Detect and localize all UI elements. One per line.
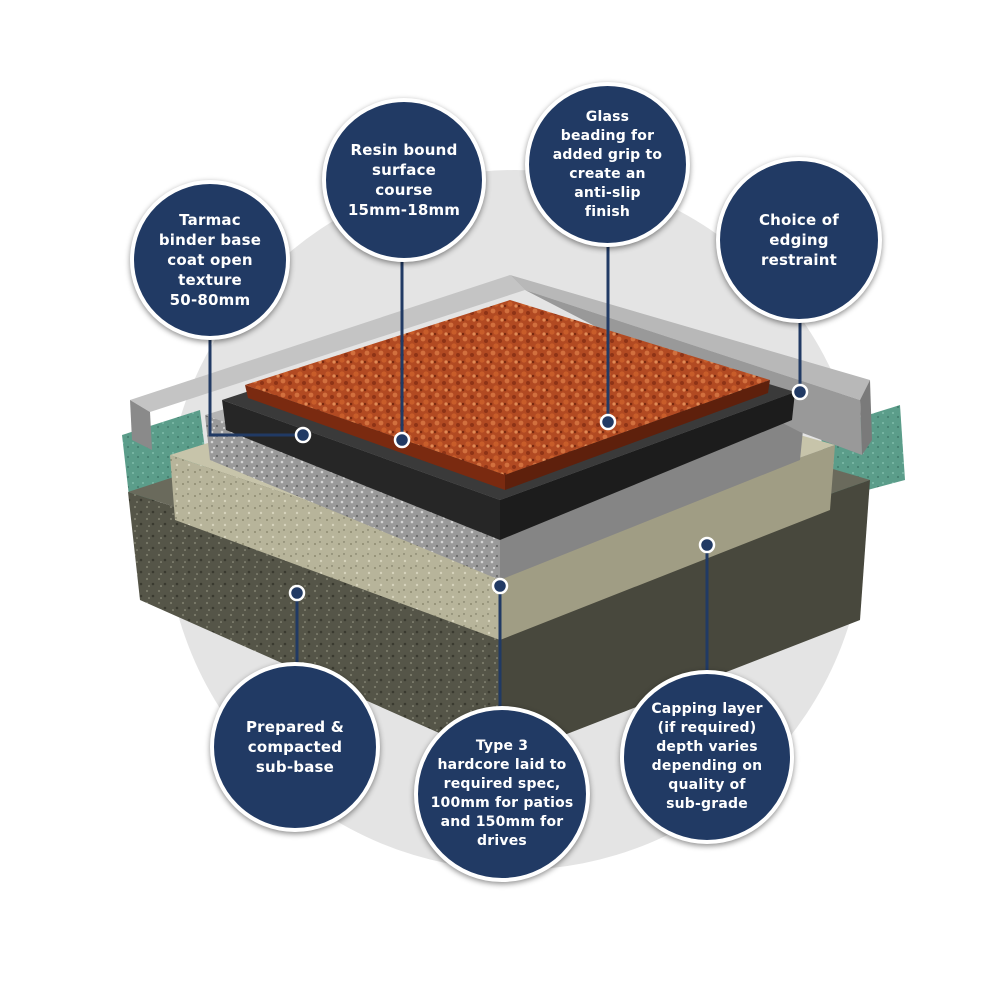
callout-binder-base: Tarmac binder base coat open texture 50-… — [130, 180, 290, 340]
sub-base-right-face — [500, 480, 870, 760]
callout-hardcore-text: Type 3 hardcore laid to required spec, 1… — [430, 738, 574, 849]
callout-edging-text: Choice of edging restraint — [758, 211, 840, 269]
kerb-right-top — [510, 275, 870, 400]
hardcore-right-face — [500, 410, 805, 580]
callout-sub-base: Prepared & compacted sub-base — [210, 662, 380, 832]
kerb-left-face — [130, 400, 152, 450]
binder-base-right-face — [500, 392, 795, 540]
dot-resin — [393, 431, 411, 449]
leader-binder — [208, 330, 300, 437]
callout-binder-base-text: Tarmac binder base coat open texture 50-… — [158, 211, 262, 309]
sub-base-left-face — [128, 492, 500, 760]
resin-surface-right-face — [505, 380, 770, 490]
callout-resin-surface-text: Resin bound surface course 15mm-18mm — [347, 141, 461, 219]
dot-binder — [294, 426, 312, 444]
dot-hardcore — [491, 577, 509, 595]
leader-lines — [208, 240, 802, 712]
kerb-right-face — [860, 380, 872, 455]
callout-glass-beading-text: Glass beading for added grip to create a… — [552, 108, 663, 220]
resin-surface-top — [245, 300, 770, 475]
callout-resin-surface: Resin bound surface course 15mm-18mm — [322, 98, 486, 262]
hardcore-left-face — [205, 415, 500, 580]
callout-sub-base-text: Prepared & compacted sub-base — [245, 718, 345, 776]
callout-capping: Capping layer (if required) depth varies… — [620, 670, 794, 844]
kerb-left-top — [130, 275, 525, 412]
anchor-dots — [288, 383, 809, 602]
capping-left-face — [170, 455, 500, 640]
callout-capping-text: Capping layer (if required) depth varies… — [651, 701, 763, 812]
dot-capping — [698, 536, 716, 554]
dot-glass — [599, 413, 617, 431]
dot-edging — [791, 383, 809, 401]
callout-edging: Choice of edging restraint — [716, 157, 882, 323]
resin-surface-left-face — [245, 385, 505, 490]
callout-glass-beading: Glass beading for added grip to create a… — [525, 82, 690, 247]
callout-hardcore: Type 3 hardcore laid to required spec, 1… — [414, 706, 590, 882]
capping-right-face — [500, 445, 835, 640]
dot-subbase — [288, 584, 306, 602]
